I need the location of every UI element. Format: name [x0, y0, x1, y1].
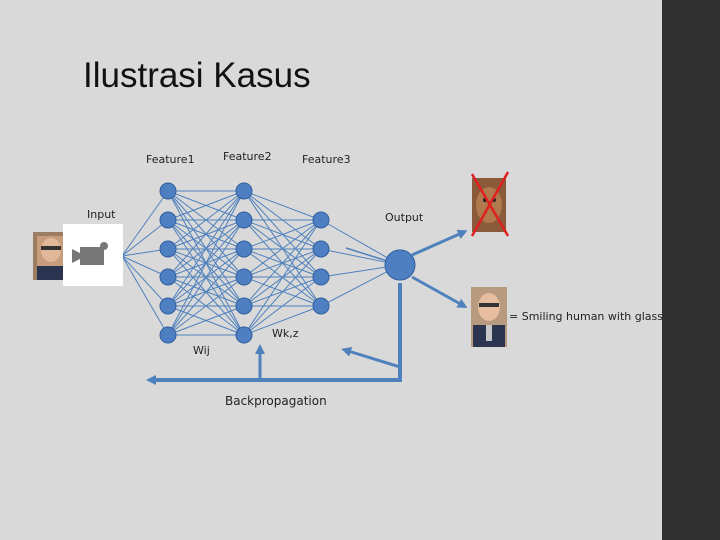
edge-l1-l2: [167, 190, 245, 278]
edge-l1-l2: [167, 190, 245, 221]
edge-l1-l2: [167, 190, 245, 307]
feature1-node: [159, 268, 177, 286]
feature1-node: [159, 182, 177, 200]
input-edge: [121, 190, 169, 257]
edge-l1-l2: [167, 248, 245, 336]
input-label: Input: [87, 208, 116, 221]
feature2-label: Feature2: [223, 150, 272, 163]
feature1-label: Feature1: [146, 153, 195, 166]
input-edge: [121, 255, 169, 307]
edge-l2-l3: [243, 219, 322, 307]
edge-l2-l3: [243, 248, 322, 336]
result-label: = Smiling human with glasses: [509, 310, 662, 323]
feature2-node: [235, 211, 253, 229]
edge-l2-l3: [243, 305, 322, 336]
feature1-node: [159, 240, 177, 258]
output-arrow-to-dog: [411, 229, 468, 257]
feature2-node: [235, 240, 253, 258]
input-edge: [121, 255, 169, 336]
feature2-node: [235, 326, 253, 344]
weight-wk-label: Wk,z: [272, 327, 299, 340]
edge-l2-l3: [243, 276, 322, 336]
edge-l2-l3: [243, 219, 322, 250]
feature3-node: [312, 297, 330, 315]
feature3-node: [312, 240, 330, 258]
edge-l1-l2: [167, 305, 245, 336]
neural-network-diagram: Feature1 Feature2 Feature3 Input Output …: [33, 150, 662, 408]
input-edge: [121, 219, 169, 257]
edge-l2-l3: [243, 190, 322, 221]
feature3-node: [312, 211, 330, 229]
feature3-label: Feature3: [302, 153, 351, 166]
edge-l1-l2: [167, 190, 245, 336]
network-nodes: [159, 182, 416, 344]
feature2-node: [235, 268, 253, 286]
edge-l1-l2: [167, 219, 245, 336]
backprop-arrow-l3: [341, 346, 401, 369]
feature1-node: [159, 297, 177, 315]
edge-l1-l2: [167, 190, 245, 250]
edge-l2-l3: [243, 219, 322, 278]
slide-title: Ilustrasi Kasus: [83, 56, 311, 95]
camera-icon: [63, 224, 123, 286]
feature2-node: [235, 297, 253, 315]
output-node: [384, 249, 416, 281]
flow-lines: [146, 229, 468, 385]
feature3-node: [312, 268, 330, 286]
edge-l2-l3: [243, 219, 322, 336]
network-edges: [121, 190, 401, 336]
slide-side-bar: [662, 0, 720, 540]
result-photo: [471, 287, 507, 347]
feature1-node: [159, 326, 177, 344]
feature1-node: [159, 211, 177, 229]
edge-l1-l2: [167, 276, 245, 336]
weight-wij-label: Wij: [193, 344, 210, 357]
backprop-main-arrow: [146, 283, 402, 385]
output-arrow-to-result: [411, 275, 468, 308]
backprop-label: Backpropagation: [225, 394, 327, 408]
reject-cross-icon: [470, 171, 510, 237]
output-label: Output: [385, 211, 424, 224]
feature2-node: [235, 182, 253, 200]
